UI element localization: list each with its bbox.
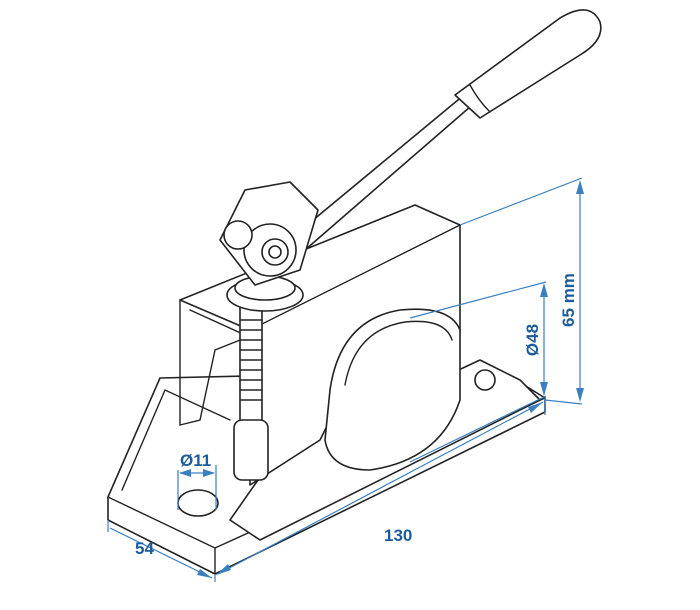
dimension-48 — [409, 281, 548, 463]
lever-handle — [219, 9, 602, 286]
width-label: 54 — [135, 539, 154, 558]
height-label: 65 mm — [559, 273, 578, 327]
dimension-65 — [459, 177, 584, 405]
dimension-11 — [177, 465, 217, 510]
length-label: 130 — [384, 526, 412, 545]
hole-diameter-label: Ø11 — [180, 451, 211, 470]
dimension-130 — [216, 398, 546, 575]
dimension-54 — [107, 520, 216, 582]
tube-diameter-label: Ø48 — [523, 324, 542, 356]
screw — [226, 275, 304, 481]
